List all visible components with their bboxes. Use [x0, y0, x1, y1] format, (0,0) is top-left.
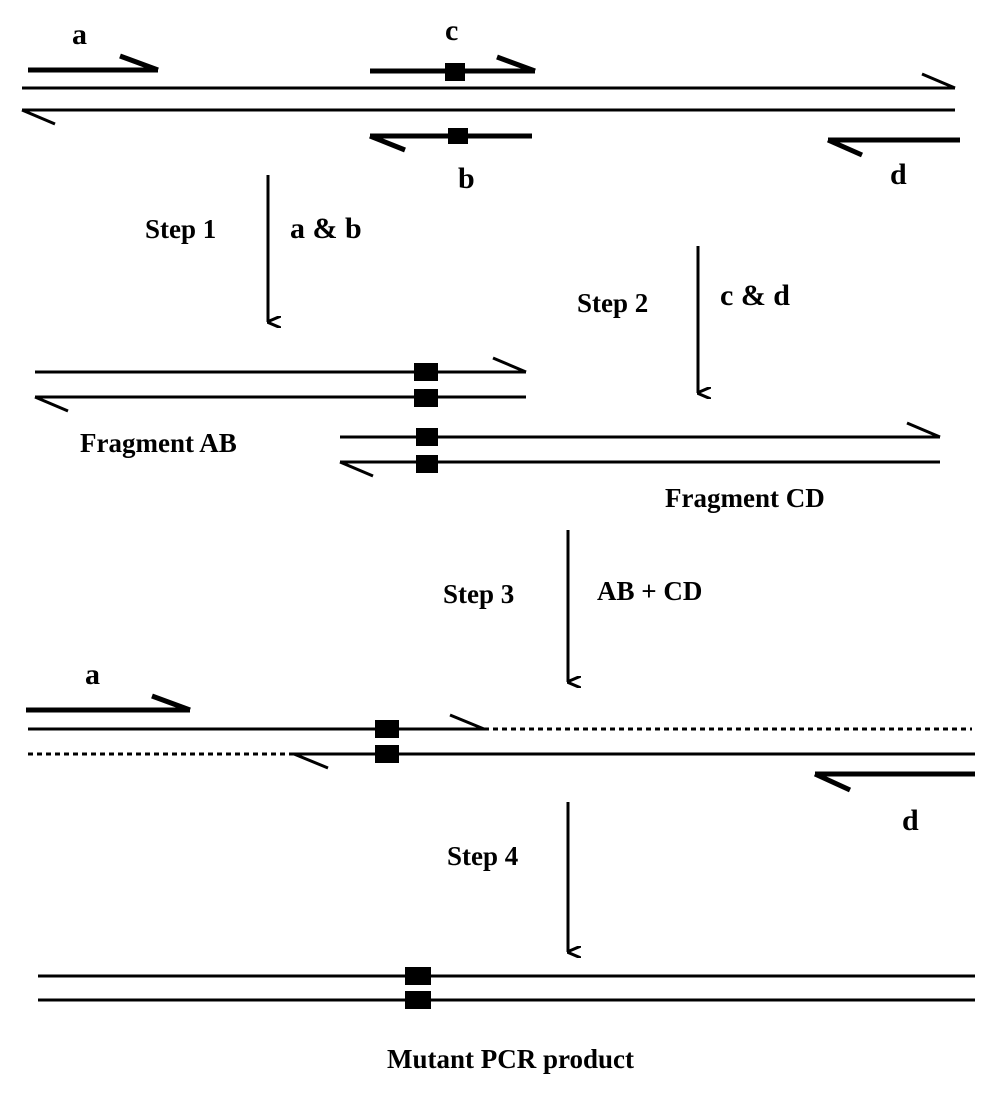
step-3-reagents: AB + CD [597, 576, 702, 606]
mutation-marker [405, 967, 431, 985]
step-2: Step 2 c & d [577, 246, 790, 393]
template-section: a c b d [21, 14, 960, 195]
primer-b-label: b [458, 162, 475, 195]
primer-b [369, 128, 532, 153]
primer-a-label: a [85, 658, 100, 691]
primer-a [28, 53, 159, 73]
primer-a-label: a [72, 18, 87, 51]
mutation-marker [414, 363, 438, 381]
step-4: Step 4 [447, 802, 568, 952]
mutation-marker [414, 389, 438, 407]
mutation-marker [416, 455, 438, 473]
mutation-marker [375, 745, 399, 763]
fragment-ab [34, 356, 527, 413]
mutation-marker [445, 63, 465, 81]
mutant-product-label: Mutant PCR product [387, 1044, 634, 1074]
step-2-reagents: c & d [720, 279, 790, 312]
mutant-pcr-product [38, 967, 975, 1009]
template-dna [21, 72, 956, 126]
step-3: Step 3 AB + CD [443, 530, 702, 682]
overlap-extension: a d [26, 658, 975, 837]
primer-d-label: d [890, 158, 907, 191]
primer-d [826, 137, 960, 158]
mutation-marker [416, 428, 438, 446]
primer-c [370, 54, 536, 81]
step-1-reagents: a & b [290, 212, 362, 245]
primer-d-label: d [902, 804, 919, 837]
primer-a [26, 693, 191, 713]
step-1-label: Step 1 [145, 214, 216, 244]
step-3-label: Step 3 [443, 579, 514, 609]
primer-d [813, 771, 975, 793]
fragment-cd [339, 421, 941, 478]
fragment-ab-label: Fragment AB [80, 428, 237, 458]
mutation-marker [405, 991, 431, 1009]
fragment-cd-label: Fragment CD [665, 483, 825, 513]
mutation-marker [375, 720, 399, 738]
step-4-label: Step 4 [447, 841, 518, 871]
step-2-label: Step 2 [577, 288, 648, 318]
mutation-marker [448, 128, 468, 144]
primer-c-label: c [445, 14, 458, 47]
step-1: Step 1 a & b [145, 175, 362, 322]
